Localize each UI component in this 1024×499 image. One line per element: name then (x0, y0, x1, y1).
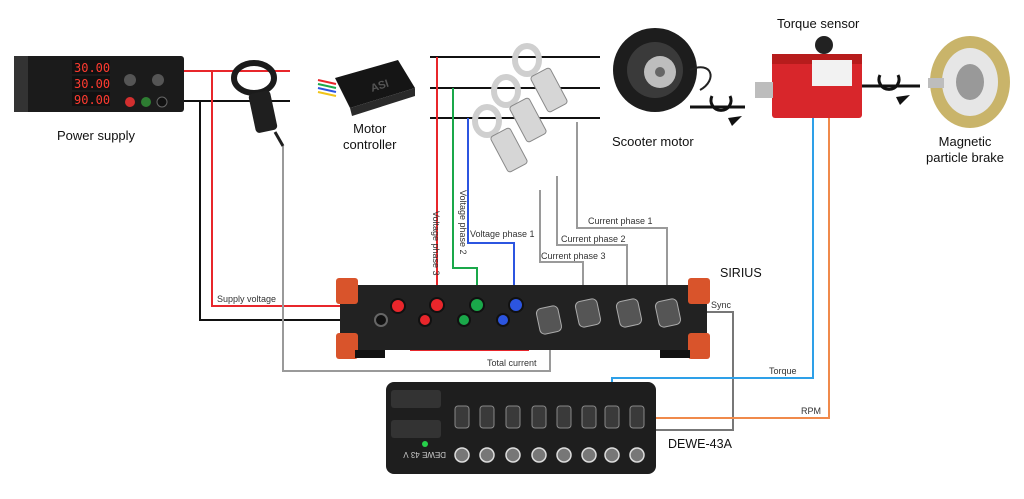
voltage-phase-2-wire (452, 88, 478, 298)
rpm-label: RPM (801, 406, 821, 416)
rotation-arrow-icon (690, 95, 745, 126)
sync-label: Sync (711, 300, 732, 310)
phase-current-clamps (472, 43, 568, 173)
power-supply: 30.00 30.00 90.00 (14, 56, 184, 112)
current-phase-2-label: Current phase 2 (561, 234, 626, 244)
current-phase-1-wire (576, 122, 668, 298)
motor-controller-label-line1: Motor (353, 121, 387, 136)
motor-controller: ASI (317, 60, 415, 116)
rpm-wire (638, 118, 830, 419)
torque-sensor-label: Torque sensor (777, 16, 860, 31)
psu-readout-3: 90.00 (74, 93, 110, 107)
motor-controller-label-line2: controller (343, 137, 397, 152)
current-phase-1-label: Current phase 1 (588, 216, 653, 226)
wiring (182, 56, 830, 431)
magnetic-particle-brake (928, 36, 1010, 128)
voltage-phase-2-label: Voltage phase 2 (458, 190, 468, 255)
brake-label-line1: Magnetic (938, 134, 992, 149)
current-phase-2-wire (556, 176, 628, 298)
total-current-label: Total current (487, 358, 537, 368)
torque-sensor (755, 36, 862, 118)
total-current-wire (282, 146, 551, 372)
sirius-label: SIRIUS (720, 266, 762, 280)
psu-readout-2: 30.00 (74, 77, 110, 91)
supply-voltage-wire (211, 71, 397, 307)
supply-voltage-label: Supply voltage (217, 294, 277, 304)
voltage-phase-3-label: Voltage phase 3 (431, 211, 441, 276)
dewe-dsub-row (454, 405, 645, 429)
voltage-phase-1-wire (467, 118, 515, 298)
current-phase-3-wire (539, 190, 584, 298)
phase-clamp-3 (472, 104, 528, 173)
scooter-motor (613, 28, 712, 112)
dewe-43a-unit: DEWE 43 V (386, 382, 656, 474)
ground-wire (199, 101, 380, 321)
dewe-front-label: DEWE 43 V (403, 450, 446, 459)
brake-label-line2: particle brake (926, 150, 1005, 165)
brake-label: Magnetic particle brake (926, 134, 1004, 166)
rotation-arrow-icon (862, 74, 920, 105)
torque-label: Torque (769, 366, 797, 376)
sirius-unit (336, 278, 710, 359)
sync-wire (650, 311, 734, 431)
torque-wire (611, 118, 814, 402)
dewe-bnc-row (454, 447, 645, 463)
current-phase-3-label: Current phase 3 (541, 251, 606, 261)
power-supply-label: Power supply (57, 128, 136, 143)
supply-current-clamp (231, 60, 285, 147)
scooter-motor-label: Scooter motor (612, 134, 694, 149)
dewe-label: DEWE-43A (668, 437, 732, 451)
psu-readout-1: 30.00 (74, 61, 110, 75)
phase-clamp-1 (512, 43, 568, 113)
controller-brand: ASI (369, 78, 390, 95)
motor-controller-label: Motor controller (343, 121, 396, 153)
phase-clamp-2 (491, 74, 547, 143)
voltage-phase-1-label: Voltage phase 1 (470, 229, 535, 239)
